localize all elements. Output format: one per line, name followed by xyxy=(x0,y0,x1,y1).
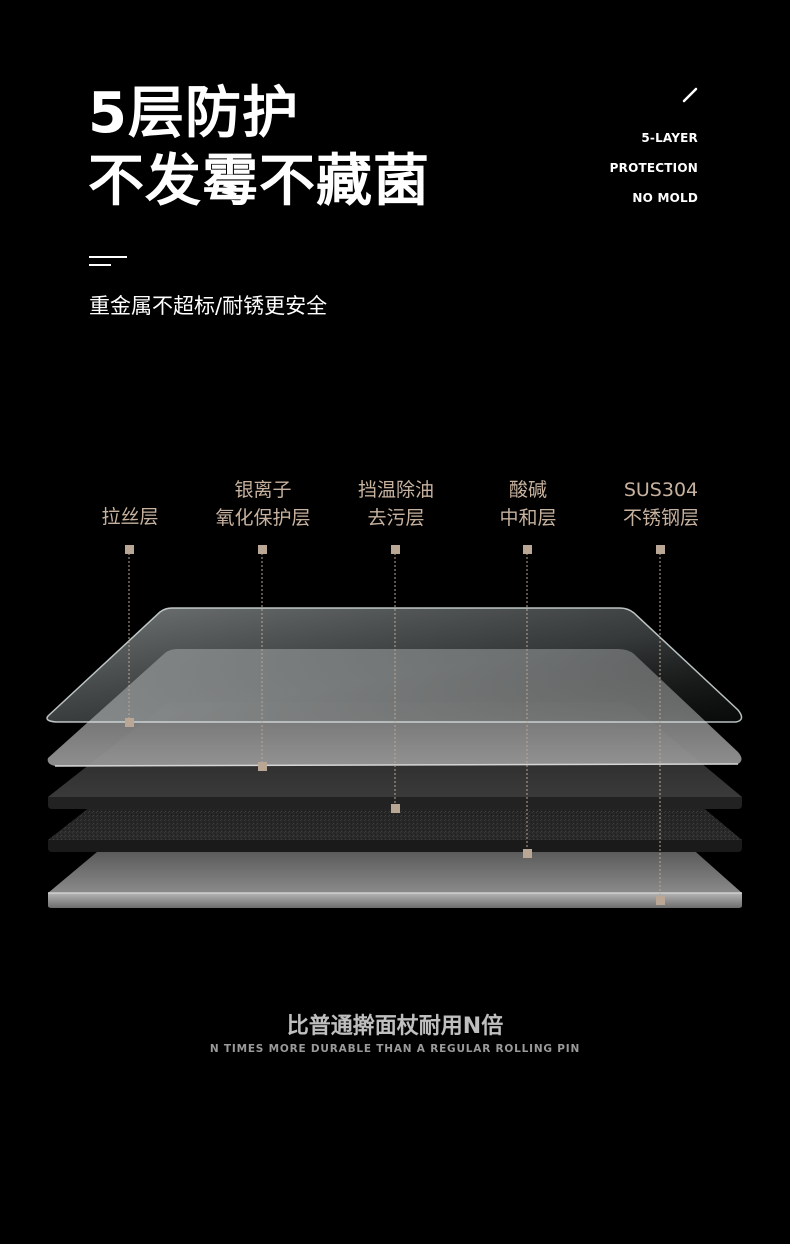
page-title-line-2: 不发霉不藏菌 xyxy=(88,149,430,214)
callout-marker-bottom xyxy=(523,849,532,858)
layer-label-line: 拉丝层 xyxy=(101,506,159,528)
layer-label-sus304: SUS304 不锈钢层 xyxy=(586,476,736,532)
english-tag-line-1: 5-LAYER xyxy=(641,131,698,145)
divider-bar-short xyxy=(89,264,111,266)
layer-plate-brushed xyxy=(46,607,743,723)
layer-label-oil-removal: 挡温除油 去污层 xyxy=(321,476,471,532)
callout-marker-bottom xyxy=(656,896,665,905)
footer-subtitle: N TIMES MORE DURABLE THAN A REGULAR ROLL… xyxy=(209,1043,581,1055)
page-title-line-1: 5层防护 xyxy=(88,81,299,146)
layer-label-silver-ion: 银离子 氧化保护层 xyxy=(188,476,338,532)
callout-marker-top xyxy=(656,545,665,554)
layer-label-line: 中和层 xyxy=(499,507,557,529)
layer-label-line: 氧化保护层 xyxy=(215,507,311,529)
layer-label-line: SUS304 xyxy=(623,479,699,501)
footer-title: 比普通擀面杖耐用N倍 xyxy=(286,1014,504,1039)
layer-label-line: 不锈钢层 xyxy=(622,507,699,529)
layer-label-acid-base: 酸碱 中和层 xyxy=(453,476,603,532)
page-subtitle: 重金属不超标/耐锈更安全 xyxy=(89,294,328,318)
callout-marker-top xyxy=(391,545,400,554)
layer-label-line: 酸碱 xyxy=(508,479,547,501)
callout-lines xyxy=(128,553,661,898)
layer-label-line: 银离子 xyxy=(234,479,292,501)
english-tag-line-2: PROTECTION xyxy=(609,161,698,175)
layer-label-brushed: 拉丝层 xyxy=(55,503,205,531)
layer-label-line: 挡温除油 xyxy=(357,479,434,501)
layer-label-line: 去污层 xyxy=(367,507,425,529)
english-tag-line-3: NO MOLD xyxy=(632,191,698,205)
divider-bar-long xyxy=(89,256,127,258)
callout-marker-bottom xyxy=(125,718,134,727)
callout-marker-top xyxy=(523,545,532,554)
callout-marker-top xyxy=(258,545,267,554)
callout-marker-bottom xyxy=(391,804,400,813)
slash-decoration-icon xyxy=(682,87,698,103)
callout-marker-bottom xyxy=(258,762,267,771)
callout-marker-top xyxy=(125,545,134,554)
